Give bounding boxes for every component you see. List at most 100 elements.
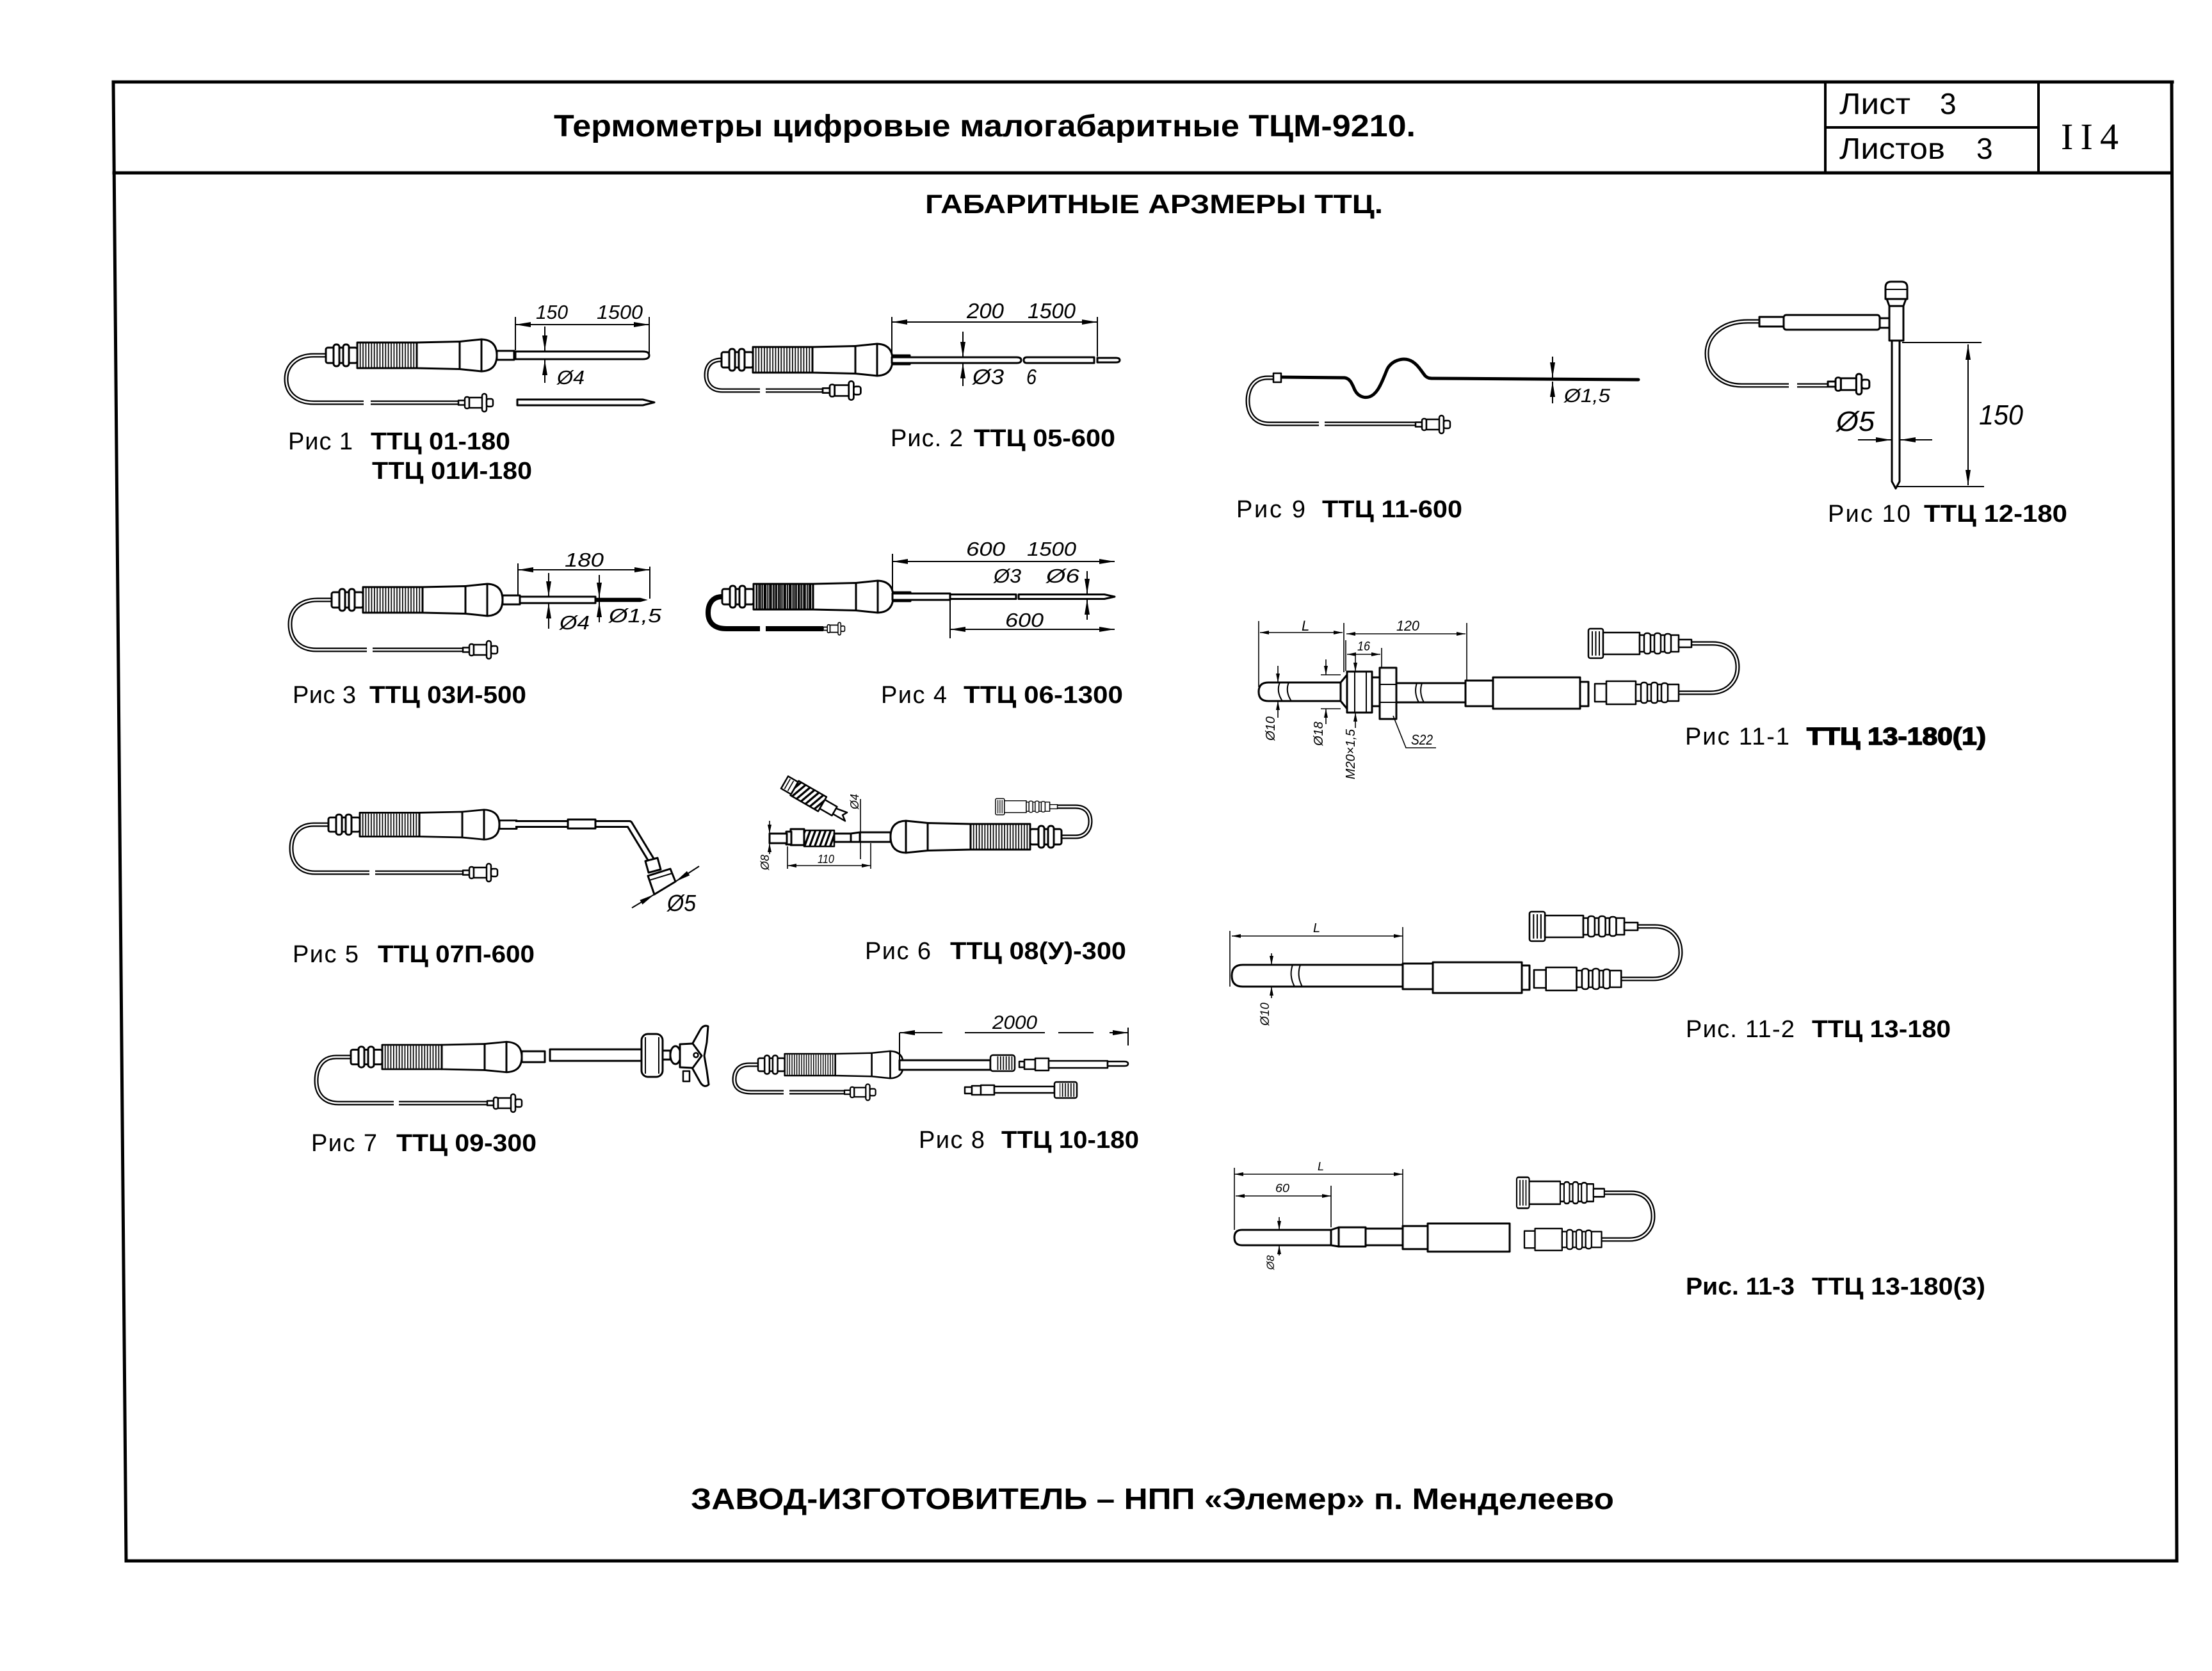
- cable: [1679, 641, 1740, 695]
- title-block: Термометры цифровые малогабаритные ТЦМ-9…: [554, 87, 2119, 165]
- figure-8: 2000 Рис 8 ТТЦ 10-180: [732, 1012, 1139, 1154]
- figure-caption-label: Рис 6: [865, 938, 931, 965]
- cable-core: [289, 599, 463, 651]
- figure-caption-model: ТТЦ 10-180: [1001, 1127, 1139, 1154]
- extension-tube: [898, 1059, 992, 1071]
- cable: [1245, 375, 1416, 426]
- page-code: II4: [2061, 116, 2119, 157]
- extension-line: [1229, 927, 1403, 987]
- dimension-label: Ø18: [1312, 722, 1326, 747]
- spare-coupler-ribbing: [1060, 1083, 1076, 1097]
- dimension-label: Ø10: [1259, 1003, 1272, 1026]
- probe-handle: [872, 819, 1063, 854]
- cable-plug: [462, 862, 499, 883]
- probe-collar: [1337, 1226, 1367, 1248]
- figure-6: Ø4 Ø8 110 Рис 6 ТТЦ 08(У)-300: [759, 775, 1126, 965]
- socket-connector: [1587, 627, 1693, 659]
- probe-tip: [1017, 593, 1116, 600]
- sheet-number: 3: [1940, 87, 1957, 120]
- dimension-label: 1500: [597, 301, 643, 323]
- cable-core: [285, 354, 458, 404]
- hex-nut: [1378, 666, 1398, 720]
- probe-tube: [1364, 1227, 1404, 1247]
- break-line: [1415, 682, 1425, 703]
- immersion-probe: [1231, 964, 1404, 988]
- probe-hub-hole: [693, 1052, 699, 1058]
- dimension-label: 200: [966, 299, 1005, 323]
- cable-core: [1679, 642, 1739, 694]
- dimension-label: Ø8: [759, 855, 771, 871]
- immersion-probe: [1257, 681, 1342, 702]
- probe-handle: [325, 338, 515, 373]
- probe-sleeve: [1022, 356, 1095, 364]
- cable: [706, 594, 823, 631]
- spare-spring-tip: [780, 775, 848, 822]
- figure-11-3: L 60 Ø8 Рис. 11-3 ТТЦ 13-180(3): [1233, 1160, 1985, 1300]
- probe-sleeve: [1401, 962, 1434, 990]
- dimension-label: 110: [818, 853, 834, 866]
- break-line: [1277, 682, 1292, 702]
- dimension-label: M20×1,5: [1344, 729, 1358, 779]
- spare-tube-sleeve: [980, 1084, 996, 1096]
- extension-line: [891, 317, 1098, 357]
- t-handle-sleeve: [1878, 317, 1891, 329]
- probe-disc-edge: [645, 1037, 659, 1074]
- probe-handle: [350, 1040, 540, 1074]
- dimension-label: 150: [536, 301, 568, 323]
- dimension-label: 1500: [1028, 299, 1076, 323]
- cable-plug: [843, 1083, 876, 1101]
- figure-caption-label: Рис. 2: [891, 425, 963, 452]
- figure-5: Ø5 Рис 5 ТТЦ 07П-600: [289, 809, 700, 968]
- probe-neck: [661, 1049, 672, 1061]
- dimension-label: Ø8: [1264, 1255, 1277, 1270]
- probe-head-ring: [1579, 681, 1590, 707]
- t-handle-body: [1782, 314, 1881, 331]
- insert-probe-rod: [1047, 1060, 1109, 1069]
- plug-connector: [1594, 680, 1680, 706]
- immersion-probe: [1233, 1229, 1332, 1247]
- cable-plug: [457, 392, 494, 413]
- figure-7: Рис 7 ТТЦ 09-300: [311, 1024, 710, 1157]
- dimension-label: 6: [1026, 365, 1037, 389]
- cable: [1602, 1190, 1656, 1242]
- document-title: Термометры цифровые малогабаритные ТЦМ-9…: [554, 109, 1416, 143]
- figure-caption-label: Рис. 11-3: [1686, 1273, 1795, 1300]
- cable: [1704, 319, 1828, 388]
- cable-core: [733, 1063, 844, 1094]
- flexible-probe-wire: [1276, 357, 1640, 400]
- dimension-label: 600: [966, 538, 1005, 560]
- probe-handle: [327, 809, 518, 841]
- probe-needle: [1891, 339, 1901, 490]
- dimension-label: 150: [1979, 400, 2023, 431]
- figure-caption-model: ТТЦ 13-180(3): [1812, 1273, 1985, 1300]
- plate-edge-line: [649, 873, 673, 881]
- figure-caption-label: Рис 10: [1828, 501, 1910, 528]
- dimension-label: 1500: [1027, 538, 1076, 560]
- probe-coupling: [567, 818, 597, 830]
- spare-tip-fork: [832, 807, 848, 822]
- probe-pin: [682, 1070, 691, 1083]
- figure-caption-label: Рис 1: [288, 428, 353, 455]
- probe-tip: [768, 832, 788, 844]
- extension-line: [1896, 342, 1984, 487]
- sheets-total-label: Листов: [1839, 132, 1945, 165]
- cable: [1621, 924, 1683, 981]
- probe-cone: [850, 831, 861, 843]
- figure-caption-label: Рис 3: [293, 682, 356, 709]
- figure-9: Ø1,5 Рис 9 ТТЦ 11-600: [1236, 357, 1640, 523]
- figure-caption-label: Рис. 11-2: [1686, 1016, 1795, 1043]
- figure-3: 180 Ø4 Ø1,5 Рис 3 ТТЦ 03И-500: [287, 549, 662, 709]
- cable-plug: [486, 1093, 523, 1113]
- cable-core: [1058, 805, 1092, 838]
- probe-handle: [757, 1050, 919, 1079]
- cable-plug: [823, 622, 846, 636]
- figure-caption-model: ТТЦ 06-1300: [964, 682, 1123, 709]
- insert-probe-tip: [1106, 1060, 1129, 1067]
- probe-head-body: [1432, 961, 1523, 994]
- sheets-total-number: 3: [1976, 132, 1993, 165]
- dimension-label: Ø1,5: [608, 604, 662, 627]
- figure-caption-label: Рис 7: [311, 1130, 377, 1157]
- page-frame: [111, 80, 2179, 1563]
- dimension-label: Ø6: [1045, 565, 1080, 587]
- figure-caption-label: Рис 9: [1236, 496, 1305, 523]
